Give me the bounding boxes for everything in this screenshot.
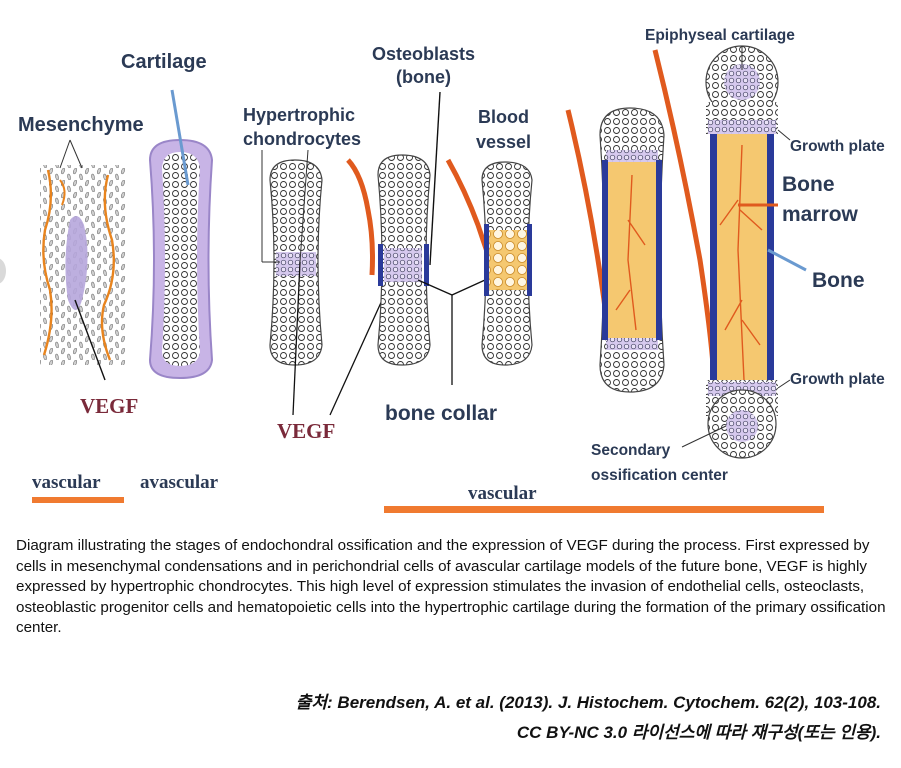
bone-collar-right bbox=[424, 244, 429, 286]
label-growth-plate-bottom: Growth plate bbox=[790, 371, 885, 388]
growth-plate-top bbox=[708, 120, 776, 134]
label-cartilage: Cartilage bbox=[121, 51, 207, 73]
label-vegf-2: VEGF bbox=[277, 419, 335, 443]
growth-plate-bottom-pointer bbox=[777, 379, 791, 389]
mesenchyme-pointer-a bbox=[59, 139, 71, 169]
primary-center-stage bbox=[565, 107, 665, 393]
edge-handle bbox=[0, 258, 6, 284]
vessel-stage7 bbox=[652, 49, 717, 381]
mature-bone-stage bbox=[652, 45, 807, 459]
ossification-diagram: Mesenchyme Cartilage Hypertrophic chondr… bbox=[18, 27, 885, 513]
label-osteoblasts-1: Osteoblasts bbox=[372, 44, 475, 64]
growth-zone-6-top bbox=[606, 150, 658, 162]
label-bone-marrow-2: marrow bbox=[782, 203, 859, 226]
mesenchyme-pointer-b bbox=[69, 139, 83, 169]
label-blood-2: vessel bbox=[476, 132, 531, 152]
label-bone-marrow-1: Bone bbox=[782, 173, 835, 196]
label-mesenchyme: Mesenchyme bbox=[18, 114, 144, 136]
bone-collar-pointer-b bbox=[451, 279, 486, 296]
label-hypertrophic-1: Hypertrophic bbox=[243, 105, 355, 125]
vessels-7 bbox=[719, 144, 763, 381]
vascular-bar-right bbox=[384, 506, 824, 513]
bone-7-left bbox=[710, 134, 717, 396]
source-attribution: 출처: Berendsen, A. et al. (2013). J. Hist… bbox=[21, 688, 881, 748]
bone-6-right bbox=[656, 160, 662, 340]
growth-zone-6-bottom bbox=[606, 338, 658, 350]
source-license: CC BY-NC 3.0 라이선스에 따라 재구성(또는 인용). bbox=[516, 723, 881, 742]
vessel-invasion-stage bbox=[445, 158, 533, 366]
label-osteoblasts-2: (bone) bbox=[396, 67, 451, 87]
label-vegf-1: VEGF bbox=[80, 394, 138, 418]
figure-caption: Diagram illustrating the stages of endoc… bbox=[16, 537, 886, 636]
label-vascular-left: vascular bbox=[32, 472, 101, 493]
source-citation: 출처: Berendsen, A. et al. (2013). J. Hist… bbox=[295, 693, 881, 712]
cartilage-model bbox=[162, 152, 200, 366]
vessels-6 bbox=[615, 174, 646, 331]
growth-plate-bottom bbox=[708, 382, 776, 396]
label-secondary-1: Secondary bbox=[591, 442, 671, 459]
bone-collar-5-right bbox=[527, 224, 532, 296]
label-vascular-right: vascular bbox=[468, 483, 537, 504]
hypertrophic-stage bbox=[261, 149, 399, 416]
mesenchyme-stage bbox=[40, 139, 125, 381]
hypertrophic-pointer-c bbox=[299, 149, 309, 263]
mesenchymal-condensation bbox=[65, 216, 88, 310]
cartilage-pointer bbox=[170, 89, 190, 186]
label-blood-1: Blood bbox=[478, 107, 529, 127]
bone-7-right bbox=[767, 134, 774, 396]
hypertrophic-zone-3 bbox=[384, 248, 422, 282]
secondary-pointer bbox=[681, 425, 727, 448]
cartilage-stage bbox=[148, 89, 214, 380]
bone-collar-left bbox=[378, 244, 383, 286]
osteoblast-pointer bbox=[429, 91, 441, 266]
label-bone-collar: bone collar bbox=[385, 402, 497, 425]
marrow-7 bbox=[716, 134, 768, 396]
vessel-stage4 bbox=[346, 158, 375, 276]
primary-ossification bbox=[489, 230, 527, 290]
bone-collar-stage bbox=[346, 91, 486, 385]
bone-6-left bbox=[602, 160, 608, 340]
bone-collar-5-left bbox=[484, 224, 489, 296]
vegf-pointer-2a bbox=[292, 261, 301, 416]
label-hypertrophic-2: chondrocytes bbox=[243, 129, 361, 149]
label-secondary-2: ossification center bbox=[591, 467, 728, 484]
vessel-left-a bbox=[42, 169, 53, 356]
label-bone: Bone bbox=[812, 269, 865, 292]
bone-pointer bbox=[767, 248, 807, 272]
vegf-pointer-1 bbox=[74, 299, 106, 381]
secondary-center-top bbox=[724, 64, 760, 100]
hypertrophic-zone bbox=[276, 252, 316, 276]
vascular-bar-left bbox=[32, 497, 124, 503]
growth-plate-top-pointer bbox=[777, 129, 791, 141]
label-epiphyseal: Epiphyseal cartilage bbox=[645, 27, 795, 44]
label-avascular: avascular bbox=[140, 472, 219, 493]
bone-collar-pointer-a bbox=[417, 279, 453, 296]
label-growth-plate-top: Growth plate bbox=[790, 138, 885, 155]
vessel-left-c bbox=[59, 179, 66, 206]
vessel-left-b bbox=[100, 174, 115, 361]
secondary-center-bottom bbox=[726, 410, 758, 442]
